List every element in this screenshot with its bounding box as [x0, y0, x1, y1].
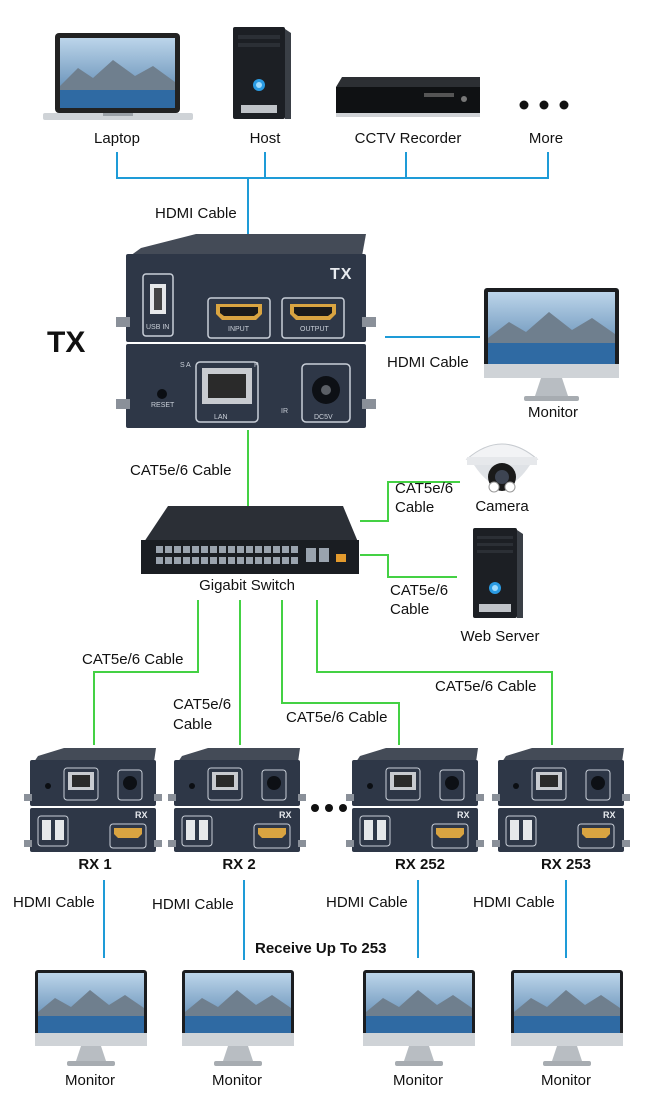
source-label-host: Host [249, 130, 281, 147]
tx-port-lan: LAN [214, 414, 228, 421]
monitor-icon [35, 970, 147, 1066]
cable-label-rx1: CAT5e/6 Cable [82, 651, 184, 668]
source-label-laptop: Laptop [94, 130, 140, 147]
cable-label-rx252: CAT5e/6 Cable [286, 709, 388, 726]
extender-icon-rx1 [24, 748, 162, 852]
cable-label-rx1-monitor: HDMI Cable [13, 894, 95, 911]
rx253-label: RX 253 [540, 856, 592, 873]
cable-label-webserver-line2: Cable [390, 601, 430, 618]
more-dots-icon [519, 100, 569, 110]
tx-port-output: OUTPUT [300, 326, 329, 333]
rx1-logo: RX [135, 810, 148, 820]
tx-led-s: S [180, 362, 185, 369]
rx2-logo: RX [279, 810, 292, 820]
rx2-label: RX 2 [222, 856, 256, 873]
cable-label-rx252-monitor: HDMI Cable [326, 894, 408, 911]
cable-label-camera-line1: CAT5e/6 [395, 480, 454, 497]
tower-pc-icon [233, 27, 291, 119]
cable-label-rx2-line1: CAT5e/6 [173, 696, 232, 713]
extender-icon-rx253 [492, 748, 630, 852]
more-dots-icon [311, 804, 347, 812]
tx-port-ir: IR [281, 408, 288, 415]
tx-led-p: P [254, 362, 259, 369]
cable-label-rx253: CAT5e/6 Cable [435, 678, 537, 695]
cable-label-rx2-line2: Cable [173, 716, 213, 733]
cable-label-rx253-monitor: HDMI Cable [473, 894, 555, 911]
hdmi-bus-line [116, 152, 549, 179]
cable-label-tx-switch: CAT5e/6 Cable [130, 462, 232, 479]
monitor-label-rx1: Monitor [64, 1072, 116, 1089]
dome-camera-icon [465, 443, 539, 493]
cable-label-sources-tx: HDMI Cable [155, 205, 237, 222]
cable-label-camera-line2: Cable [395, 499, 435, 516]
cable-label-rx2-monitor: HDMI Cable [152, 896, 234, 913]
tx-port-input: INPUT [228, 326, 249, 333]
tx-port-usb: USB IN [146, 324, 170, 331]
cable-label-webserver-line1: CAT5e/6 [390, 582, 449, 599]
tx-side-label: TX [47, 326, 86, 359]
monitor-label-rx252: Monitor [392, 1072, 444, 1089]
monitor-label-rx253: Monitor [540, 1072, 592, 1089]
camera-label: Camera [475, 498, 529, 515]
tx-port-dc: DC5V [314, 414, 333, 421]
rx252-label: RX 252 [394, 856, 446, 873]
monitor-icon [511, 970, 623, 1066]
web-server-label: Web Server [460, 628, 540, 645]
rx253-logo: RX [603, 810, 616, 820]
tx-logo: TX [330, 266, 353, 283]
source-label-more: More [528, 130, 564, 147]
rx252-logo: RX [457, 810, 470, 820]
footer-note: Receive Up To 253 [255, 940, 387, 957]
rx1-label: RX 1 [78, 856, 112, 873]
monitor-label-rx2: Monitor [211, 1072, 263, 1089]
source-label-cctv-recorder: CCTV Recorder [354, 130, 462, 147]
extender-icon-rx2 [168, 748, 306, 852]
extender-icon-rx252 [346, 748, 484, 852]
network-switch-icon [141, 506, 359, 574]
tx-monitor-label: Monitor [527, 404, 579, 421]
web-server-icon [473, 528, 523, 618]
switch-label: Gigabit Switch [199, 577, 295, 594]
dvr-icon [336, 77, 480, 117]
tx-led-a: A [186, 362, 191, 369]
monitor-icon [363, 970, 475, 1066]
laptop-icon [43, 33, 193, 120]
monitor-icon [484, 288, 619, 401]
cable-label-tx-monitor: HDMI Cable [387, 354, 469, 371]
tx-port-reset: RESET [151, 402, 175, 409]
monitor-icon [182, 970, 294, 1066]
tx-extender [116, 234, 376, 428]
